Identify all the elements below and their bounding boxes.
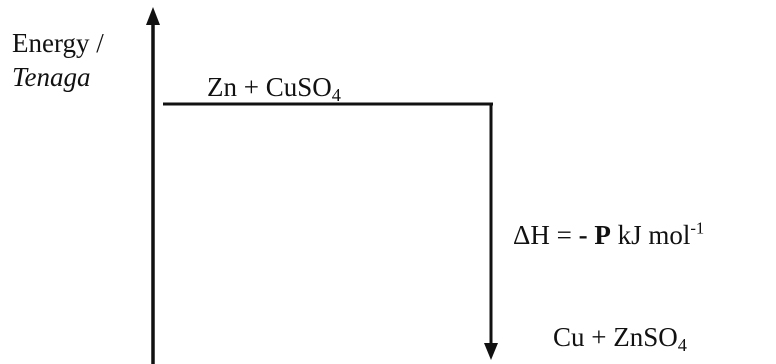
axis-label-energy: Energy / — [12, 28, 104, 58]
energy-axis-arrowhead — [146, 7, 160, 25]
reactants-subscript: 4 — [331, 85, 341, 106]
enthalpy-value: - P — [578, 220, 611, 250]
reactants-label: Zn + CuSO4 — [207, 72, 341, 105]
products-label: Cu + ZnSO4 — [553, 322, 687, 355]
enthalpy-unit-exponent: -1 — [690, 218, 705, 238]
products-formula: Cu + ZnSO — [553, 322, 678, 352]
enthalpy-prefix: ΔH = — [513, 220, 579, 250]
enthalpy-change-label: ΔH = - P kJ mol-1 — [513, 218, 705, 250]
products-subscript: 4 — [677, 335, 687, 356]
axis-label-tenaga: Tenaga — [12, 62, 91, 92]
reactants-formula: Zn + CuSO — [207, 72, 332, 102]
enthalpy-unit: kJ mol — [610, 220, 691, 250]
enthalpy-arrow-head — [484, 343, 498, 360]
